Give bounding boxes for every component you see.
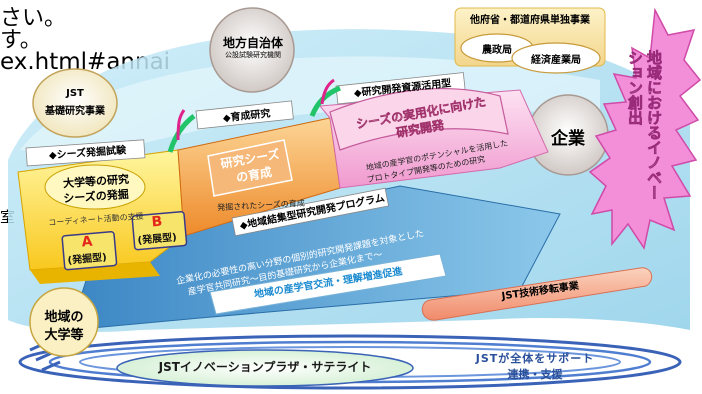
jst-basic-line2: 基礎研究事業	[45, 106, 105, 117]
type-a-badge	[61, 230, 118, 271]
economy-label: 経済産業局	[531, 55, 581, 66]
university-circle	[29, 287, 99, 357]
nurture-label-box	[195, 100, 294, 130]
support-line2: 連携・支援	[507, 368, 563, 381]
exchange-banner	[209, 253, 447, 315]
background-text-1: さい。	[0, 6, 67, 31]
seeds-step-front	[30, 262, 160, 284]
tech-transfer-bar	[421, 267, 653, 321]
arrow-nurture-to-practical-back	[320, 78, 335, 105]
university-line1: 地域の	[44, 310, 84, 325]
plaza-ellipse	[116, 349, 414, 387]
seeds-circle	[44, 164, 146, 210]
innovation-text: 地域におけるイノベーション創出	[626, 50, 664, 201]
economy-bubble	[511, 42, 601, 74]
seeds-label-box	[25, 139, 146, 167]
jst-basic-circle	[32, 68, 118, 138]
local-gov-circle	[209, 7, 295, 93]
plaza-label: JSTイノベーションプラザ・サテライト	[158, 360, 372, 374]
type-b-badge	[131, 210, 188, 251]
agriculture-label: 農政局	[482, 45, 512, 56]
jst-basic-line1: JST	[66, 88, 84, 99]
practical-scroll	[329, 88, 509, 151]
nurture-inner-box	[207, 139, 293, 197]
support-line1: JSTが全体をサポート	[475, 352, 595, 365]
local-gov-title: 地方自治体	[222, 36, 283, 50]
arrow-seeds-to-nurture-back	[176, 109, 186, 141]
ministries-header: 他府省・都道府県単独事業	[470, 15, 590, 26]
cluster-label-box	[231, 187, 390, 237]
university-line2: 大学等	[44, 328, 84, 343]
local-gov-subtitle: 公設試験研究機関	[225, 51, 281, 59]
company-label: 企業	[551, 129, 585, 149]
arrow-seeds-to-nurture	[167, 114, 196, 153]
swirl-ring-outer	[18, 334, 682, 390]
background-text-2: す。	[0, 28, 42, 53]
innovation-burst	[588, 7, 702, 250]
